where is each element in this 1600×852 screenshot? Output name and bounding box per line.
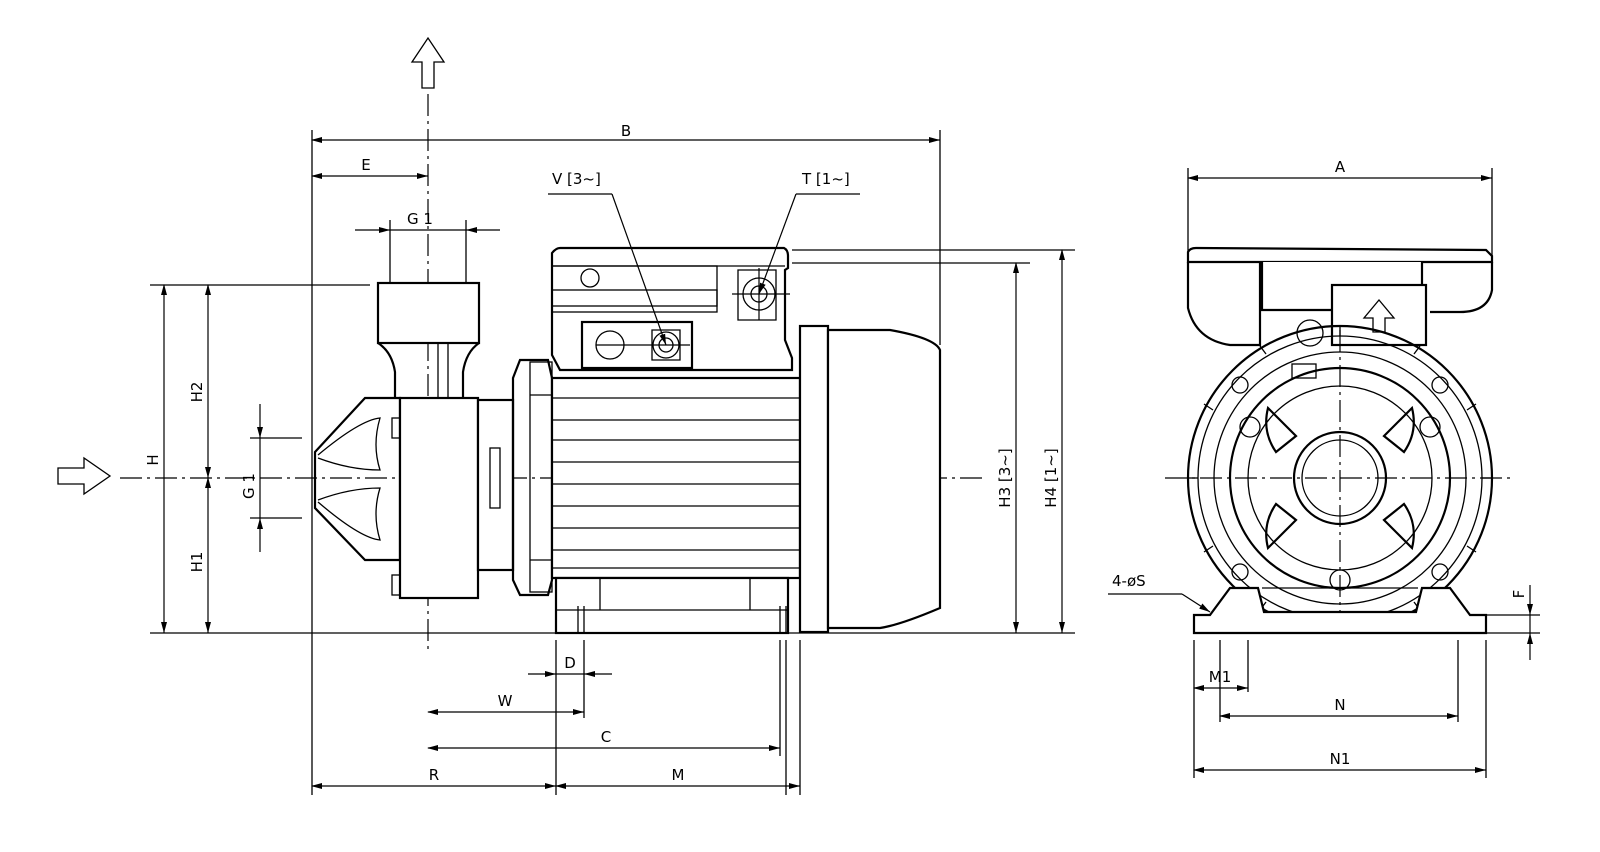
dim-label-h4: H4 [1~] xyxy=(1042,448,1060,507)
callout-s-label: 4-øS xyxy=(1112,572,1146,590)
side-view: B E G 1 V [3~] T [1~] H H2 H1 G 1 xyxy=(57,36,1075,795)
dim-label-f: F xyxy=(1510,590,1528,599)
dim-label-h2: H2 xyxy=(188,382,206,403)
dim-label-g1-top: G 1 xyxy=(407,210,433,228)
outlet-flow-arrow-icon xyxy=(410,36,446,89)
front-view: A xyxy=(1108,158,1540,778)
dim-label-m: M xyxy=(672,766,685,784)
fan-cover xyxy=(798,324,942,634)
inlet-flow-arrow-icon xyxy=(57,456,112,496)
terminal-box xyxy=(550,246,794,372)
dim-label-g1-side: G 1 xyxy=(240,473,258,499)
motor-body xyxy=(550,376,802,580)
dim-label-m1: M1 xyxy=(1209,668,1232,686)
dim-label-c: C xyxy=(601,728,611,746)
dim-label-h1: H1 xyxy=(188,552,206,573)
callout-v-label: V [3~] xyxy=(552,170,601,188)
callout-t-label: T [1~] xyxy=(801,170,850,188)
pump-body xyxy=(391,358,554,600)
dim-label-e: E xyxy=(361,156,370,174)
dim-label-d: D xyxy=(564,654,576,672)
dim-label-b: B xyxy=(621,122,631,140)
dim-label-n: N xyxy=(1334,696,1345,714)
dim-label-r: R xyxy=(429,766,439,784)
dim-label-a: A xyxy=(1335,158,1346,176)
suction-inlet xyxy=(313,396,402,562)
motor-feet xyxy=(554,576,790,635)
outlet-pipe xyxy=(376,281,481,398)
dim-label-h3: H3 [3~] xyxy=(996,448,1014,507)
dim-label-n1: N1 xyxy=(1330,750,1351,768)
dim-label-w: W xyxy=(498,692,513,710)
dim-label-h: H xyxy=(144,454,162,465)
front-outlet-arrow-icon xyxy=(1362,298,1396,333)
